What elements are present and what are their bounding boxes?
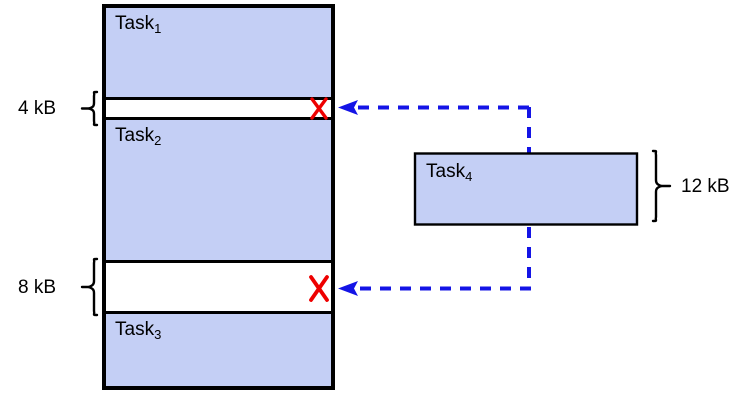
task4-name: Task: [426, 161, 466, 182]
task1-name: Task: [115, 13, 155, 34]
task2-subscript: 2: [154, 133, 162, 148]
task4-subscript: 4: [465, 169, 473, 184]
cross-icon-8kb-gap: [309, 275, 329, 302]
cross-icon-4kb-gap: [310, 97, 328, 120]
memory-gap-4kb: [104, 98, 333, 119]
gap-size-label-8kb: 8 kB: [18, 277, 57, 298]
gap-size-label-4kb: 4 kB: [18, 98, 57, 119]
task3-name: Task: [115, 319, 155, 340]
task3-subscript: 3: [154, 327, 162, 342]
memory-block-task1-label: Task1: [115, 13, 162, 36]
memory-block-task3-label: Task3: [115, 319, 162, 342]
task1-subscript: 1: [154, 21, 162, 36]
task4-size-label: 12 kB: [681, 176, 730, 197]
arrow-to-4kb-gap-head: [338, 100, 358, 115]
memory-block-task2: [104, 118, 333, 262]
memory-block-task3: [104, 312, 333, 388]
task4-block-label: Task4: [426, 161, 473, 184]
memory-block-task2-label: Task2: [115, 125, 162, 148]
memory-gap-8kb: [104, 261, 333, 313]
memory-block-task1: [104, 6, 333, 99]
arrow-to-8kb-gap-head: [338, 281, 358, 296]
task4-block: [413, 152, 639, 226]
task2-name: Task: [115, 125, 155, 146]
